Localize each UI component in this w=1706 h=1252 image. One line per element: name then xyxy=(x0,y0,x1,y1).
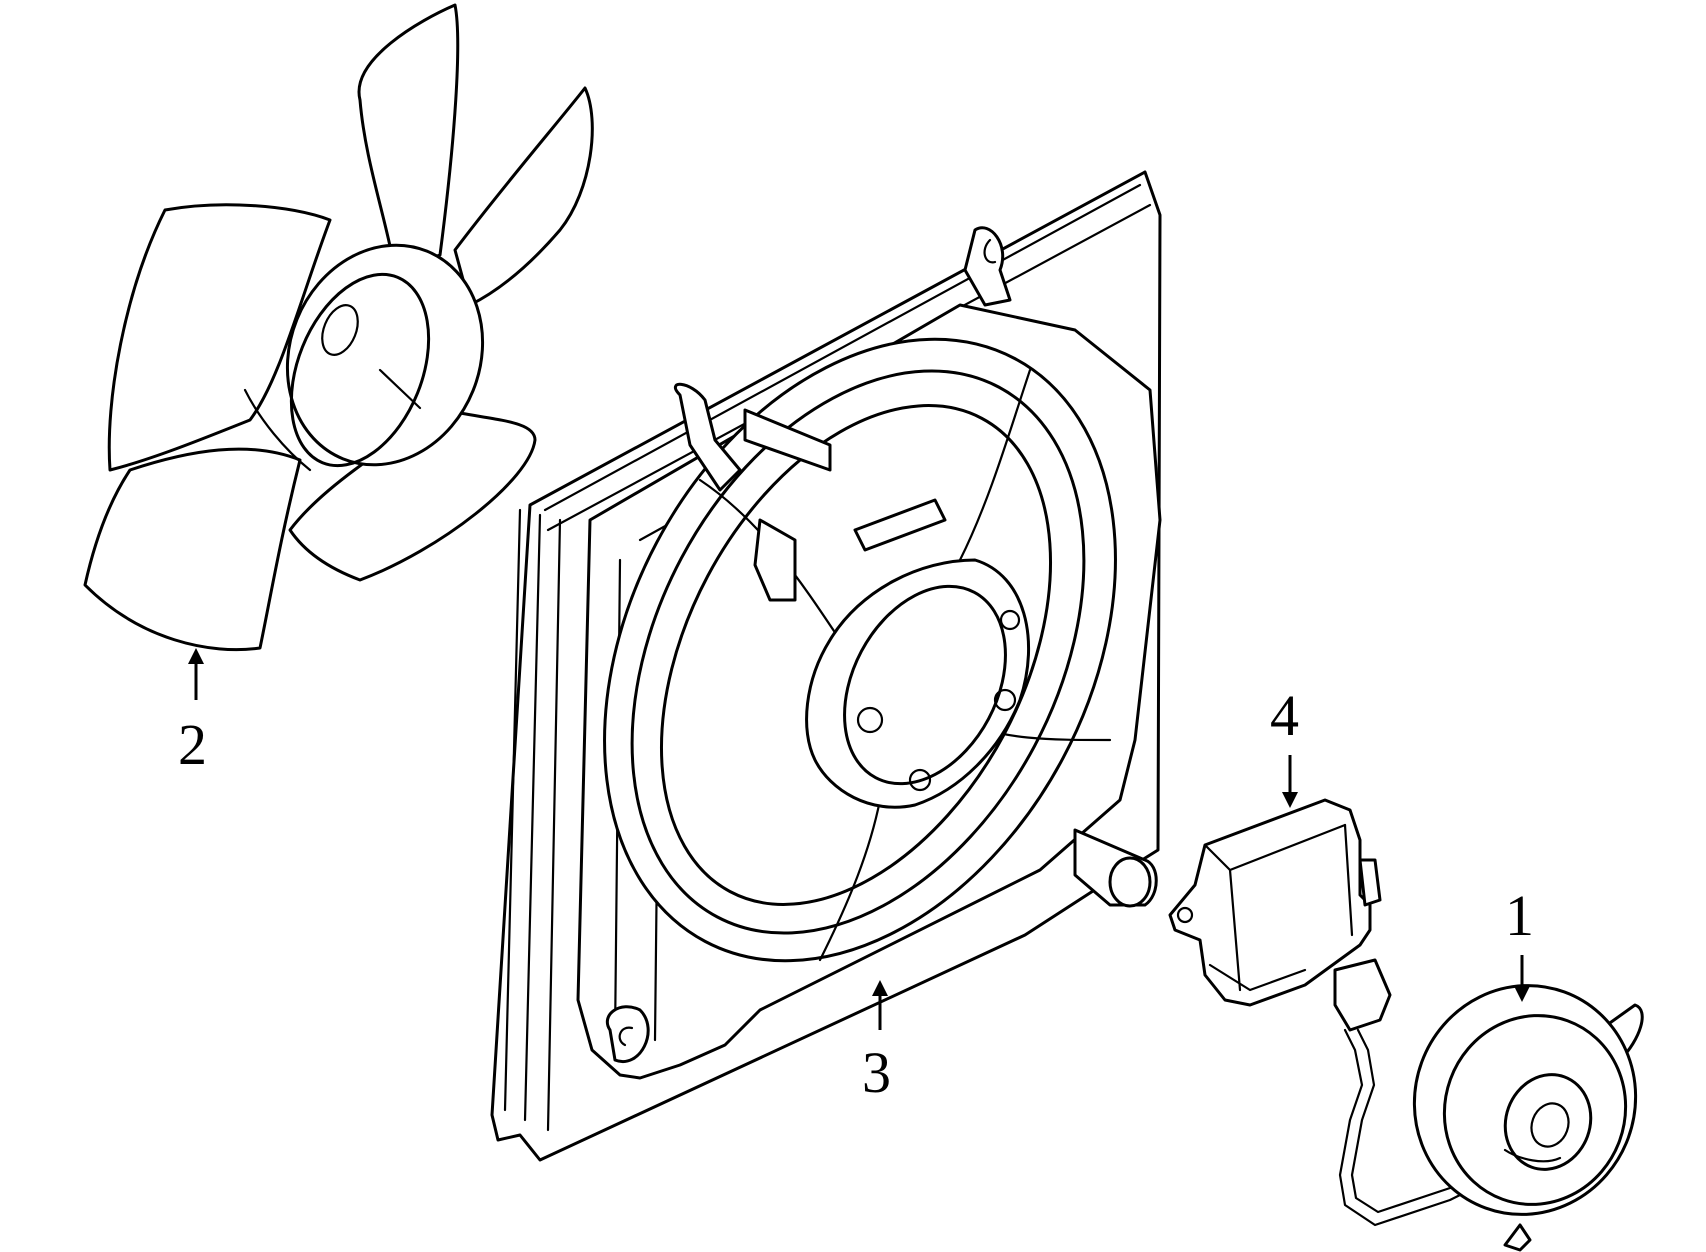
fan-shroud xyxy=(490,170,1162,1162)
leader-arrow-1 xyxy=(1514,955,1530,1002)
fan-blade xyxy=(83,3,594,652)
leader-arrow-2 xyxy=(188,648,204,700)
leader-arrow-3 xyxy=(872,980,888,1030)
callout-label-1: 1 xyxy=(1505,883,1534,948)
fan-motor xyxy=(1333,958,1644,1252)
leader-arrow-4 xyxy=(1282,755,1298,808)
callout-label-4: 4 xyxy=(1270,683,1299,748)
fan-control-module xyxy=(1168,798,1382,1007)
callout-label-3: 3 xyxy=(862,1040,891,1105)
callout-label-2: 2 xyxy=(178,712,207,777)
